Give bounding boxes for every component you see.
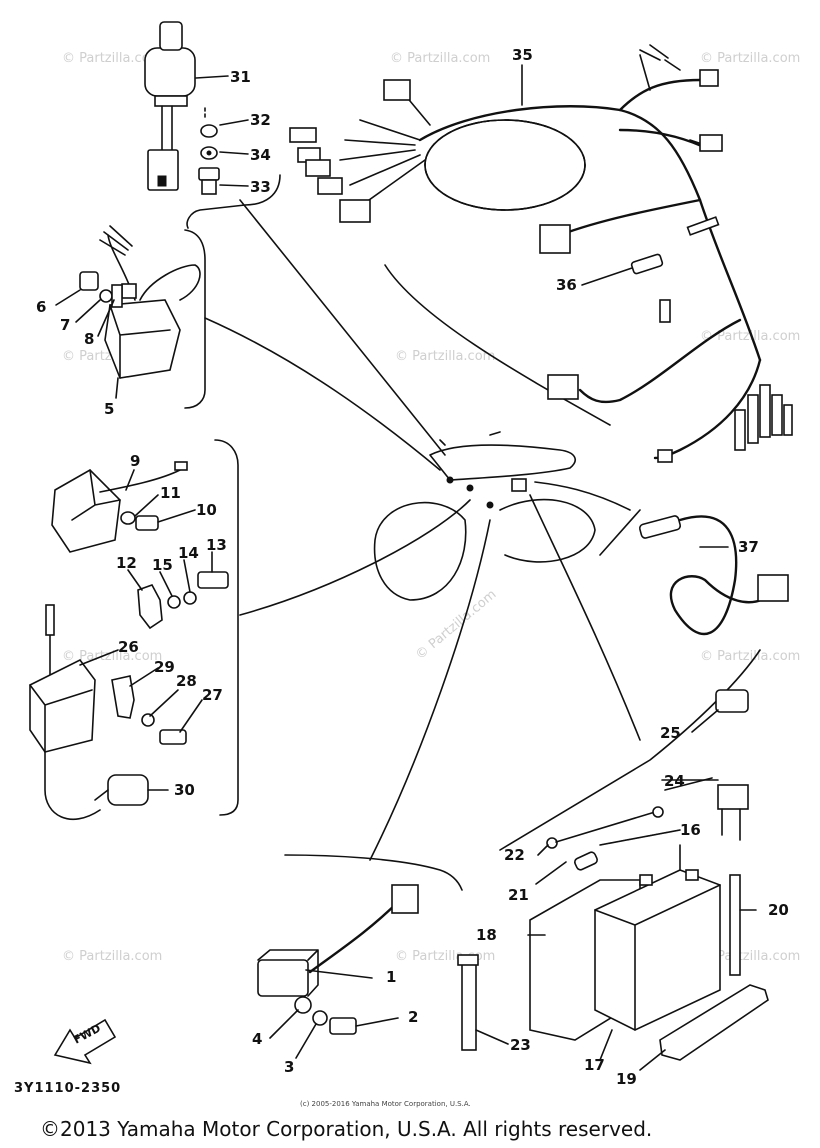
lead-wire [638,515,789,636]
group-brackets [184,174,761,891]
harness-connector [630,253,664,275]
watermark: © Partzilla.com [62,649,162,664]
connector-cluster [734,384,793,451]
callout-19: 19 [616,1070,637,1088]
callout-23: 23 [510,1036,531,1054]
switch-hardware [198,107,220,195]
callout-7: 7 [60,316,70,334]
callout-22: 22 [504,846,525,864]
forward-arrow: FWD [53,1018,117,1065]
battery-group [457,689,769,1061]
callout-21: 21 [508,886,529,904]
watermark: © Partzilla.com [700,51,800,66]
callout-28: 28 [176,672,197,690]
sub-lead [257,884,419,997]
watermark: © Partzilla.com [700,329,800,344]
regulator-hardware [120,511,229,630]
watermark: © Partzilla.com [390,51,490,66]
callout-4: 4 [252,1030,262,1048]
callout-11: 11 [160,484,181,502]
watermark: © Partzilla.com [700,949,800,964]
watermark: © Partzilla.com [395,349,495,364]
cdi-unit [99,225,201,379]
callout-5: 5 [104,400,114,418]
ignition-coil [29,604,187,821]
callout-34: 34 [250,146,271,164]
frame-sketch [373,431,596,601]
callout-labels: 31 32 34 33 35 36 6 7 8 5 9 11 10 12 15 … [36,46,789,1088]
callout-17: 17 [584,1056,605,1074]
callout-29: 29 [154,658,175,676]
wire-harness [289,44,793,463]
callout-35: 35 [512,46,533,64]
callout-24: 24 [664,772,685,790]
callout-32: 32 [250,111,271,129]
watermark: © Partzilla.com [700,649,800,664]
watermark: © Partzilla.com [62,51,162,66]
callout-10: 10 [196,501,217,519]
callout-14: 14 [178,544,199,562]
callout-18: 18 [476,926,497,944]
cdi-hardware [79,271,123,308]
callout-31: 31 [230,68,251,86]
callout-15: 15 [152,556,173,574]
callout-36: 36 [556,276,577,294]
callout-30: 30 [174,781,195,799]
main-switch [144,21,196,191]
callout-12: 12 [116,554,137,572]
sub-lead-hardware [294,996,357,1035]
callout-2: 2 [408,1008,418,1026]
diagram-code: 3Y1110-2350 [14,1081,121,1096]
regulator [51,461,188,553]
callout-16: 16 [680,821,701,839]
callout-1: 1 [386,968,396,986]
callout-25: 25 [660,724,681,742]
callout-26: 26 [118,638,139,656]
callout-8: 8 [84,330,94,348]
callout-6: 6 [36,298,46,316]
callout-leaders [55,64,757,1071]
watermark: © Partzilla.com [62,949,162,964]
callout-3: 3 [284,1058,294,1076]
callout-33: 33 [250,178,271,196]
callout-20: 20 [768,901,789,919]
small-copyright: (c) 2005-2016 Yamaha Motor Corporation, … [300,1100,471,1108]
callout-13: 13 [206,536,227,554]
watermark: © Partzilla.com [395,949,495,964]
copyright-line: ©2013 Yamaha Motor Corporation, U.S.A. A… [40,1117,652,1141]
callout-27: 27 [202,686,223,704]
callout-9: 9 [130,452,140,470]
leader-lines [204,199,641,861]
callout-37: 37 [738,538,759,556]
